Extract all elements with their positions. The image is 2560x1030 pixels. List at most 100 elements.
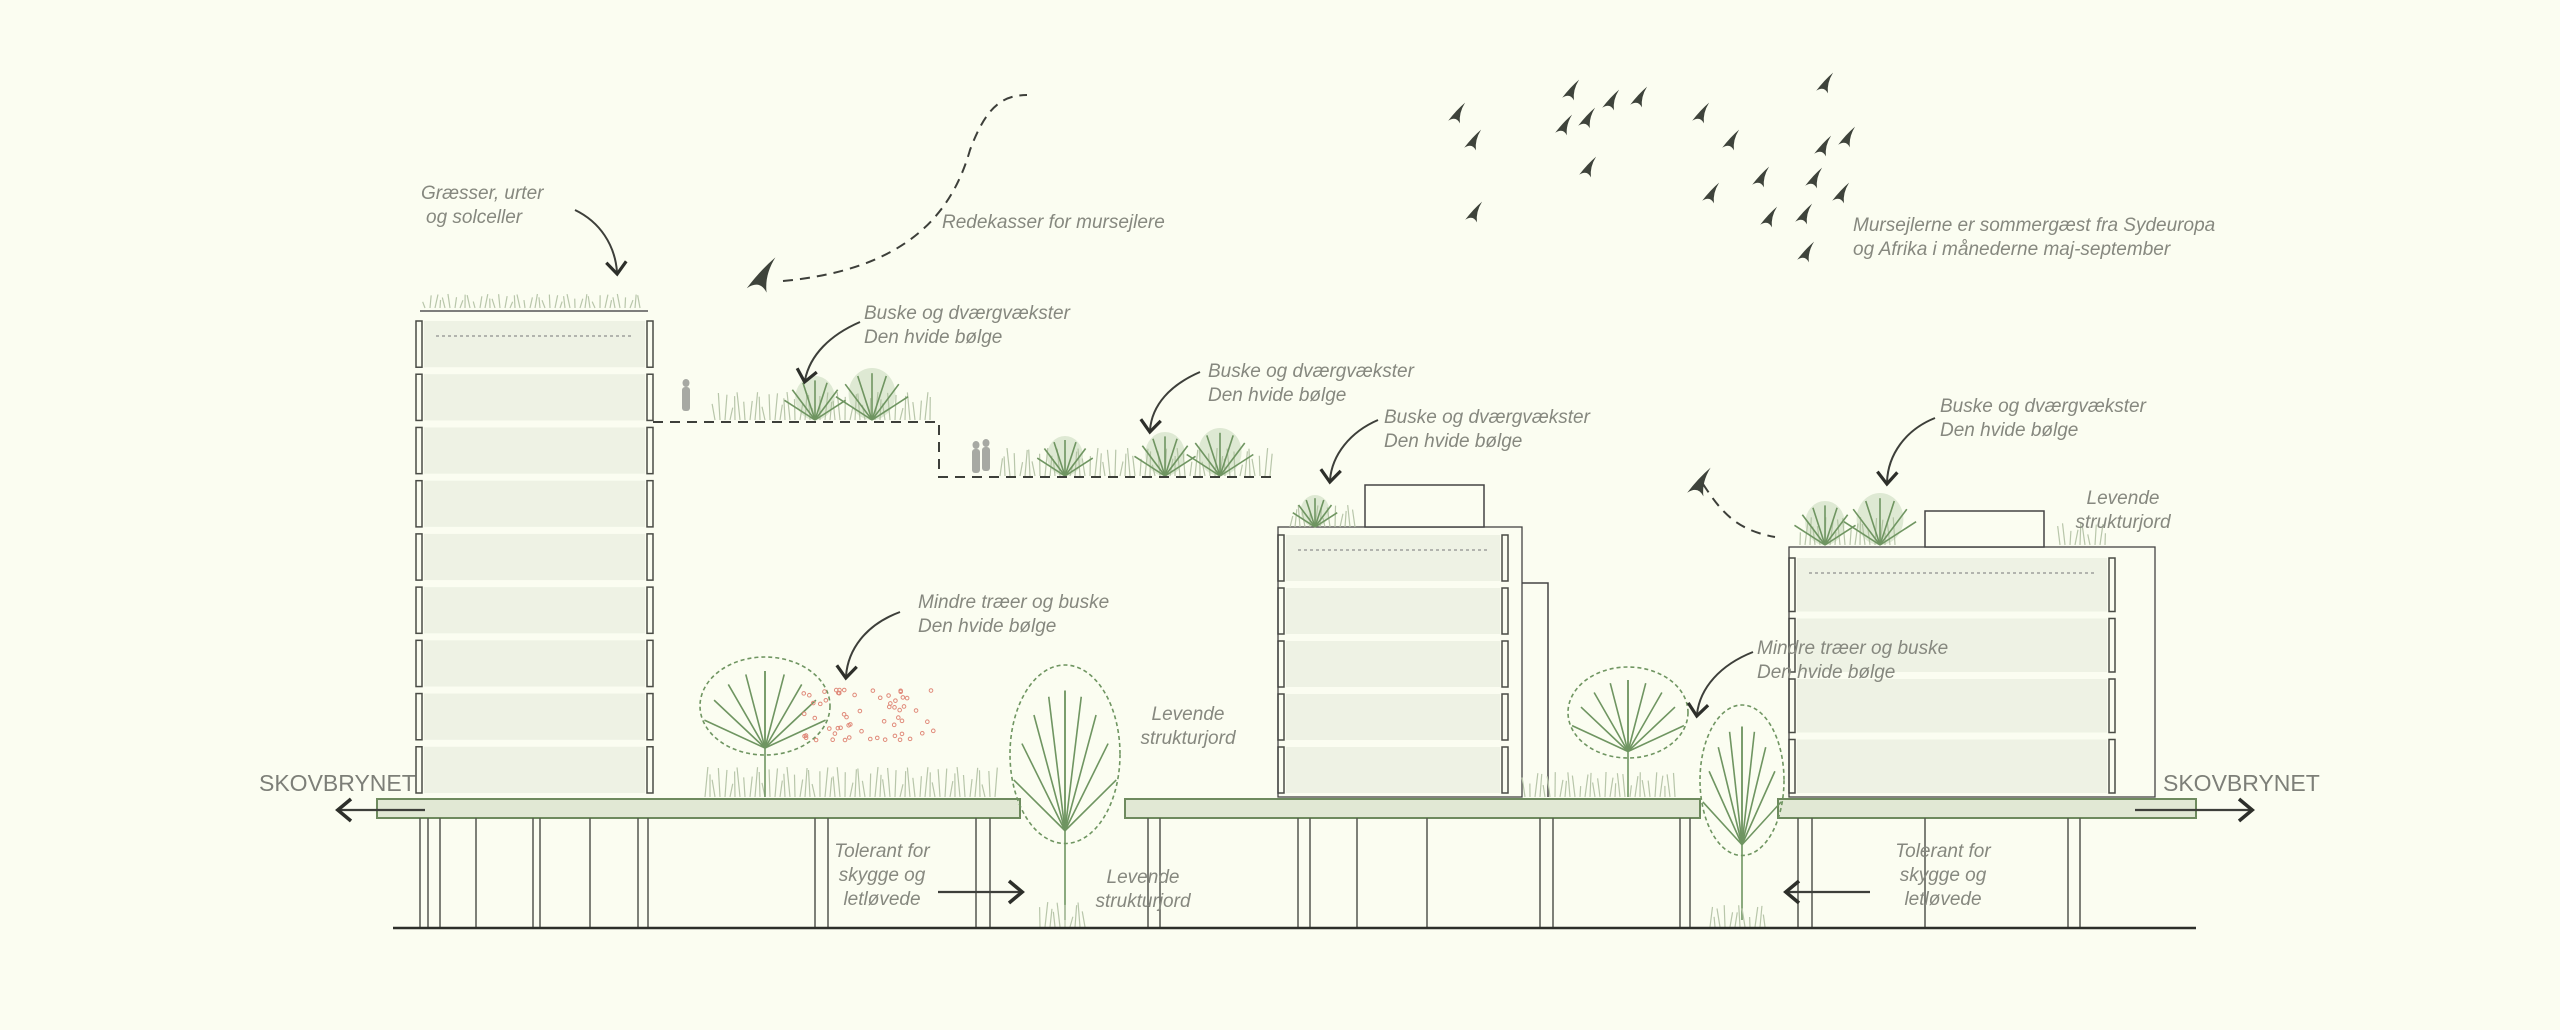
grass xyxy=(783,773,786,798)
label-soil-mid-2: strukturjord xyxy=(1140,728,1236,749)
window-left xyxy=(1788,738,1796,794)
swift-flight-path-1 xyxy=(782,94,1028,282)
grass xyxy=(1546,776,1551,798)
window-right xyxy=(1501,587,1509,635)
grass xyxy=(1006,448,1011,477)
building-floor xyxy=(424,427,645,474)
shrub-branch xyxy=(1314,511,1338,528)
label-shrubs-2a: Buske og dværgvækster xyxy=(1208,361,1415,382)
window-right xyxy=(646,373,654,422)
arrow-shrubs-4 xyxy=(1876,417,1936,487)
grass xyxy=(758,396,761,421)
window-left xyxy=(415,586,423,635)
grass xyxy=(629,299,634,309)
shrub-branch xyxy=(1879,508,1908,546)
shrub-branch xyxy=(1064,441,1077,477)
shrub-branch xyxy=(1064,447,1087,477)
blossom xyxy=(892,705,897,710)
grass xyxy=(1622,774,1626,798)
tree-branch xyxy=(745,674,766,749)
grass xyxy=(1759,905,1763,928)
grass xyxy=(807,769,811,798)
grass xyxy=(861,780,866,798)
grass xyxy=(786,766,791,798)
grass xyxy=(1081,911,1086,928)
grass xyxy=(1028,449,1031,477)
deck-slab xyxy=(376,798,1021,819)
grass xyxy=(2079,523,2082,546)
shrub-branch xyxy=(784,399,816,421)
grass xyxy=(1344,510,1347,528)
grass xyxy=(1074,905,1078,928)
swift-bird-icon xyxy=(1465,201,1483,223)
grass xyxy=(919,400,923,421)
blossom xyxy=(877,695,883,701)
label-shrubs-4b: Den hvide bølge xyxy=(1940,420,2078,441)
grass xyxy=(516,294,521,309)
grass xyxy=(466,295,471,309)
grass xyxy=(1539,773,1543,798)
grass xyxy=(497,294,501,309)
grass xyxy=(513,295,516,309)
buildings xyxy=(376,310,2197,927)
grass xyxy=(832,776,836,798)
blossom xyxy=(838,725,843,731)
grass xyxy=(1723,905,1726,928)
blossom xyxy=(801,711,807,717)
label-shrubs-2b: Den hvide bølge xyxy=(1208,385,1346,406)
grass xyxy=(931,782,936,798)
grass xyxy=(758,772,761,798)
grass xyxy=(1629,785,1632,798)
grass xyxy=(2099,524,2104,546)
grass xyxy=(906,767,911,798)
grass xyxy=(422,301,426,309)
grass xyxy=(484,294,489,309)
blossom xyxy=(891,722,897,728)
tree-branch xyxy=(1702,801,1743,846)
building-floor xyxy=(1286,747,1500,793)
grass xyxy=(904,395,907,421)
grass xyxy=(1859,516,1862,546)
building-floor xyxy=(1797,679,2107,733)
tree-branch xyxy=(764,699,817,749)
grass xyxy=(587,296,591,309)
label-trees-1a: Mindre træer og buske xyxy=(918,592,1109,613)
grass xyxy=(1534,773,1539,798)
grass xyxy=(779,404,783,421)
shrub-branch xyxy=(1314,504,1333,528)
tree-branch xyxy=(1728,731,1743,845)
blossom xyxy=(886,693,891,698)
blossom xyxy=(859,728,864,734)
tree-branch xyxy=(1064,779,1117,832)
grass xyxy=(937,769,941,798)
blossom xyxy=(925,719,930,725)
grass xyxy=(2094,524,2097,546)
grass xyxy=(704,766,709,798)
grass xyxy=(811,783,816,798)
arrow-trees-2 xyxy=(1686,651,1754,719)
tree-branch xyxy=(727,684,766,749)
grass xyxy=(1124,453,1127,477)
swift-bird-icon xyxy=(1578,107,1596,129)
building-floor xyxy=(1286,694,1500,740)
blossom xyxy=(888,701,893,706)
label-soil-ground-2: strukturjord xyxy=(1095,891,1191,912)
shrub-branch xyxy=(871,396,909,421)
grass xyxy=(1729,912,1734,928)
blossom xyxy=(928,688,934,693)
window-left xyxy=(1277,640,1285,688)
shrub-branch xyxy=(1879,521,1917,546)
grass xyxy=(2074,529,2079,546)
grass xyxy=(1182,453,1186,477)
building-floor xyxy=(424,533,645,581)
vegetation xyxy=(422,293,2106,928)
grass xyxy=(783,398,786,421)
grass xyxy=(1604,771,1607,798)
grass xyxy=(1559,779,1564,798)
blossom xyxy=(832,731,838,736)
window-left xyxy=(1277,746,1285,794)
grass xyxy=(1634,776,1639,798)
blossom xyxy=(897,737,903,743)
grass xyxy=(829,777,833,798)
tree-branch xyxy=(1013,779,1066,832)
